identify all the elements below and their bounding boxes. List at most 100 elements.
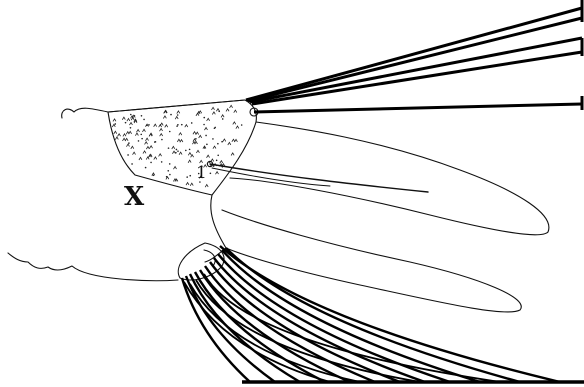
plate-texture-dot <box>167 170 169 172</box>
plate-texture-dot <box>168 147 170 149</box>
plate-texture-mark <box>165 125 168 128</box>
plate-texture-mark <box>179 152 182 155</box>
plate-texture-dot <box>169 131 171 133</box>
plate-texture-dot <box>214 127 216 129</box>
plate-texture-dot <box>140 134 142 136</box>
upper-lobe <box>230 122 549 235</box>
plate-texture-dot <box>143 119 145 121</box>
plate-texture-mark <box>180 140 183 143</box>
plate-texture-mark <box>125 138 128 141</box>
plate-texture-mark <box>196 132 199 135</box>
plate-texture-mark <box>186 183 189 186</box>
plate-texture-dot <box>155 141 157 143</box>
plate-texture-mark <box>199 111 202 114</box>
plate-texture-dot <box>125 122 127 124</box>
plate-texture-dot <box>169 174 171 176</box>
plate-texture-dot <box>191 122 193 124</box>
plate-texture-dot <box>217 143 219 145</box>
plate-texture-mark <box>185 125 188 128</box>
body-outline-lower <box>8 253 178 281</box>
plate-texture-mark <box>154 157 157 160</box>
plate-texture-dot <box>127 154 129 156</box>
plate-texture-mark <box>129 123 132 126</box>
plate-texture-mark <box>233 122 236 125</box>
plate-texture-dot <box>181 124 183 126</box>
plate-texture-dot <box>128 142 130 144</box>
plate-texture-dot <box>221 141 223 143</box>
seta-number-label: 1 <box>196 163 207 183</box>
plate-texture-mark <box>126 144 129 147</box>
plate-texture-mark <box>215 172 218 175</box>
plate-texture-mark <box>173 167 176 170</box>
seta-1 <box>210 164 428 192</box>
plate-texture-mark <box>196 150 199 153</box>
plate-texture-dot <box>130 127 132 129</box>
plate-texture-dot <box>176 149 178 151</box>
plate-texture-mark <box>221 115 224 118</box>
plate-texture-mark <box>204 128 207 131</box>
plate-texture-dot <box>189 149 191 151</box>
plate-texture-mark <box>160 134 163 137</box>
plate-texture-dot <box>161 161 163 163</box>
plate-texture-dot <box>222 118 224 120</box>
plate-texture-dot <box>218 111 220 113</box>
plate-texture-mark <box>205 185 208 188</box>
plate-texture-dot <box>145 167 147 169</box>
plate-texture-dot <box>170 114 172 116</box>
plate-texture-mark <box>136 130 139 133</box>
plate-texture-mark <box>159 154 162 157</box>
plate-texture-mark <box>135 133 138 136</box>
plate-texture-dot <box>141 115 143 117</box>
plate-texture-mark <box>142 129 145 132</box>
plate-texture-mark <box>145 142 148 145</box>
lower-setae-bundle <box>182 246 560 382</box>
plate-texture-mark <box>139 157 142 160</box>
plate-texture-mark <box>160 129 163 132</box>
plate-texture-dot <box>176 125 178 127</box>
plate-texture-dot <box>212 138 214 140</box>
plate-texture-mark <box>211 107 214 110</box>
segment-label: X <box>124 182 145 212</box>
plate-texture-dot <box>161 139 163 141</box>
plate-texture-mark <box>230 105 233 108</box>
plate-texture-dot <box>203 124 205 126</box>
plate-texture-dot <box>177 114 179 116</box>
plate-texture-mark <box>234 110 237 113</box>
plate-texture-mark <box>223 139 226 142</box>
plate-texture-dot <box>189 175 191 177</box>
upper-seta <box>250 38 582 102</box>
plate-texture-mark <box>177 111 180 114</box>
plate-texture-mark <box>122 117 125 120</box>
plate-texture-dot <box>114 123 116 125</box>
plate-texture-dot <box>177 150 179 152</box>
plate-texture-dot <box>185 150 187 152</box>
plate-texture-dot <box>210 172 212 174</box>
plate-texture-mark <box>207 118 210 121</box>
plate-texture-mark <box>118 134 121 137</box>
plate-texture-dot <box>138 140 140 142</box>
plate-texture-dot <box>153 174 155 176</box>
plate-texture-mark <box>115 137 118 140</box>
plate-texture-mark <box>175 117 178 120</box>
plate-texture-dot <box>177 124 179 126</box>
plate-texture-mark <box>236 126 239 129</box>
plate-texture-dot <box>148 124 150 126</box>
plate-texture-dot <box>216 160 218 162</box>
plate-texture-mark <box>172 151 175 154</box>
plate-texture-dot <box>206 144 208 146</box>
plate-texture-mark <box>112 124 115 127</box>
upper-seta <box>246 8 582 100</box>
plate-texture-mark <box>228 142 231 145</box>
plate-texture-dot <box>186 176 188 178</box>
plate-texture-mark <box>232 139 235 142</box>
plate-texture-mark <box>113 119 116 122</box>
plate-texture-mark <box>172 146 175 149</box>
plate-texture-mark <box>154 124 157 127</box>
plate-texture-dot <box>217 154 219 156</box>
plate-texture-mark <box>196 113 199 116</box>
plate-texture-mark <box>114 131 117 134</box>
plate-texture-mark <box>145 138 148 141</box>
plate-texture-mark <box>127 119 130 122</box>
